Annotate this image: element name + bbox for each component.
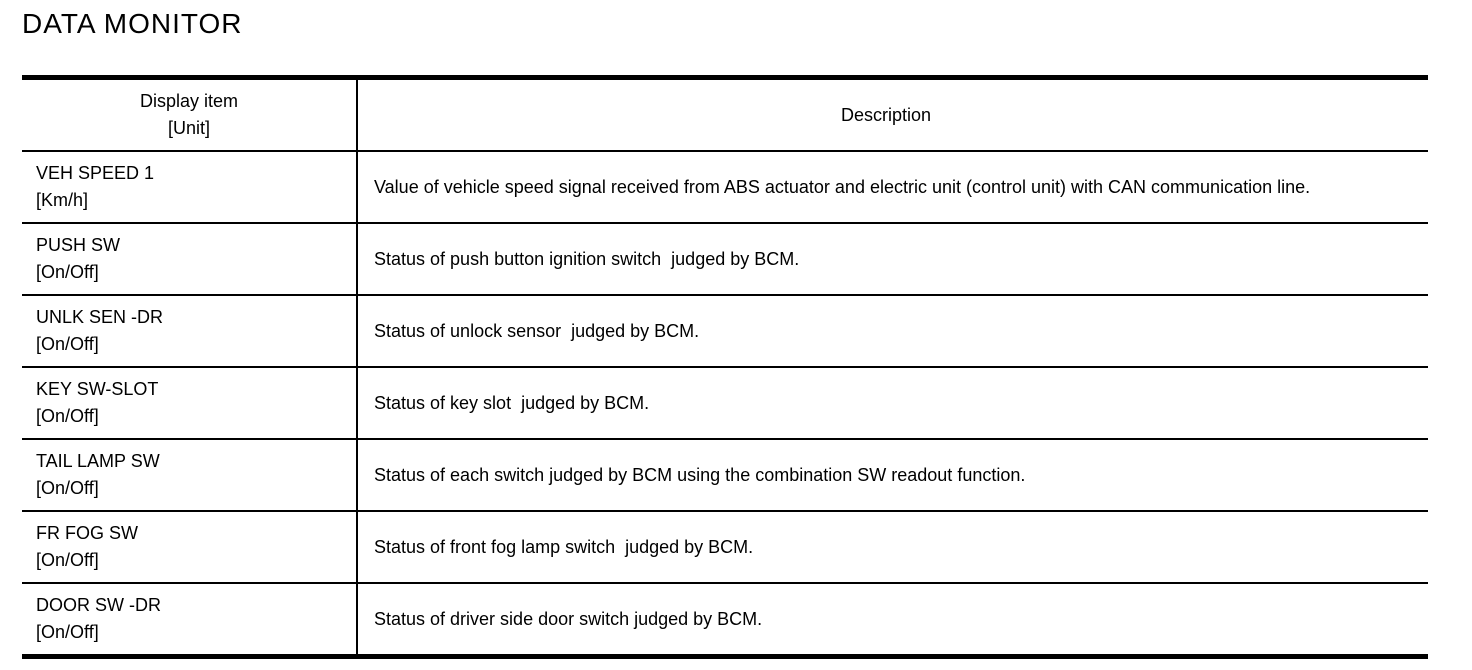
table-row: PUSH SW [On/Off] Status of push button i… [22,224,1428,296]
display-item-unit: [On/Off] [36,262,99,282]
display-item-cell: KEY SW-SLOT [On/Off] [22,368,358,438]
display-item-unit: [Km/h] [36,190,89,210]
description-text: Status of each switch judged by BCM usin… [374,464,1026,485]
data-monitor-table: Display item [Unit] Description VEH SPEE… [22,75,1428,659]
header-description-label: Description [840,104,932,125]
table-header-row: Display item [Unit] Description [22,80,1428,152]
description-cell: Status of push button ignition switch ju… [358,224,1428,294]
display-item-name: UNLK SEN -DR [36,307,164,327]
display-item-name: TAIL LAMP SW [36,451,160,471]
header-display-item-line1: Display item [139,91,239,111]
description-cell: Status of key slot judged by BCM. [358,368,1428,438]
display-item-name: DOOR SW -DR [36,595,161,615]
description-cell: Value of vehicle speed signal received f… [358,152,1428,222]
table-row: UNLK SEN -DR [On/Off] Status of unlock s… [22,296,1428,368]
display-item-name: KEY SW-SLOT [36,379,159,399]
description-text: Status of push button ignition switch ju… [374,248,800,269]
display-item-unit: [On/Off] [36,550,99,570]
description-text: Status of key slot judged by BCM. [374,392,650,413]
table-row: DOOR SW -DR [On/Off] Status of driver si… [22,584,1428,654]
display-item-name: FR FOG SW [36,523,138,543]
description-text: Status of driver side door switch judged… [374,608,763,629]
description-cell: Status of front fog lamp switch judged b… [358,512,1428,582]
description-cell: Status of each switch judged by BCM usin… [358,440,1428,510]
display-item-cell: TAIL LAMP SW [On/Off] [22,440,358,510]
display-item-name: VEH SPEED 1 [36,163,155,183]
description-text: Value of vehicle speed signal received f… [374,176,1311,197]
header-description: Description [358,80,1428,150]
display-item-unit: [On/Off] [36,478,99,498]
display-item-unit: [On/Off] [36,334,99,354]
display-item-unit: [On/Off] [36,622,99,642]
display-item-cell: DOOR SW -DR [On/Off] [22,584,358,654]
page-title: DATA MONITOR [22,8,243,39]
display-item-cell: VEH SPEED 1 [Km/h] [22,152,358,222]
display-item-cell: UNLK SEN -DR [On/Off] [22,296,358,366]
table-row: VEH SPEED 1 [Km/h] Value of vehicle spee… [22,152,1428,224]
table-row: FR FOG SW [On/Off] Status of front fog l… [22,512,1428,584]
description-text: Status of unlock sensor judged by BCM. [374,320,700,341]
description-text: Status of front fog lamp switch judged b… [374,536,754,557]
display-item-cell: FR FOG SW [On/Off] [22,512,358,582]
display-item-name: PUSH SW [36,235,121,255]
table-row: KEY SW-SLOT [On/Off] Status of key slot … [22,368,1428,440]
table-row: TAIL LAMP SW [On/Off] Status of each swi… [22,440,1428,512]
description-cell: Status of driver side door switch judged… [358,584,1428,654]
display-item-unit: [On/Off] [36,406,99,426]
header-display-item: Display item [Unit] [22,80,358,150]
display-item-cell: PUSH SW [On/Off] [22,224,358,294]
description-cell: Status of unlock sensor judged by BCM. [358,296,1428,366]
header-display-item-line2: [Unit] [167,118,210,138]
